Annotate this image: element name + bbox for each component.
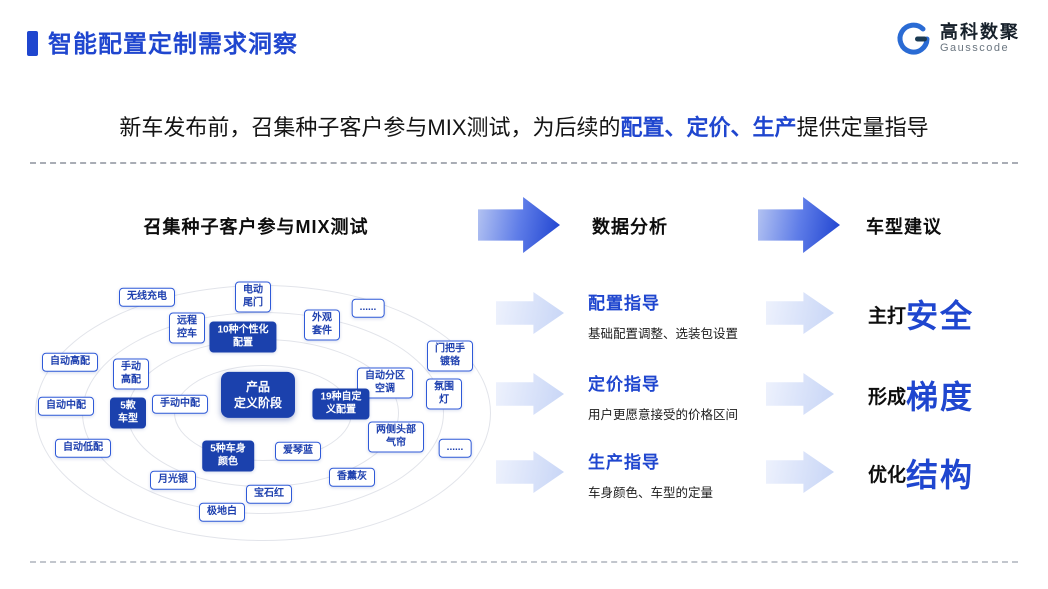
flow-arrow-icon [478, 197, 560, 253]
logo-subtitle: Gausscode [940, 42, 1010, 55]
diagram-node: 自动高配 [42, 352, 98, 372]
column-title-mix-test: 召集种子客户参与MIX测试 [143, 217, 369, 237]
diagram-center-node: 产品 定义阶段 [220, 371, 296, 419]
diagram-node: 自动中配 [38, 396, 94, 416]
diagram-node: 无线充电 [119, 287, 175, 307]
top-dashed-divider [30, 162, 1018, 164]
analysis-desc: 车身颜色、车型的定量 [588, 486, 714, 500]
title-accent-bar [27, 31, 38, 56]
diagram-node: 两侧头部 气帘 [368, 421, 424, 453]
diagram-node: 5种车身 颜色 [202, 440, 254, 472]
analysis-desc: 用户更愿意接受的价格区间 [588, 408, 739, 422]
page-title: 智能配置定制需求洞察 [48, 31, 298, 58]
diagram-node: 氛围 灯 [426, 378, 462, 410]
diagram-node: 10种个性化 配置 [209, 321, 277, 353]
subtitle-highlight: 配置、定价、生产 [620, 115, 797, 140]
suggestion-keyword: 结构 [906, 457, 975, 493]
logo-text: 高科数聚 Gausscode [940, 21, 1020, 56]
diagram-node: ...... [351, 298, 385, 318]
column-title-model-suggestion: 车型建议 [866, 217, 942, 237]
diagram-node: 手动 高配 [113, 358, 149, 390]
analysis-row-config: 配置指导 基础配置调整、选装包设置 [588, 289, 788, 342]
row-arrow-icon [496, 292, 564, 334]
logo-name: 高科数聚 [940, 21, 1020, 42]
subtitle-suffix: 提供定量指导 [796, 115, 929, 140]
diagram-node: 极地白 [199, 502, 245, 522]
gausscode-logo-icon [897, 22, 930, 55]
suggestion-prefix: 形成 [868, 386, 907, 408]
column-title-data-analysis: 数据分析 [592, 217, 668, 237]
diagram-node: 远程 控车 [169, 312, 205, 344]
diagram-node: 自动低配 [55, 438, 111, 458]
slide-subtitle: 新车发布前，召集种子客户参与MIX测试，为后续的配置、定价、生产提供定量指导 [0, 110, 1048, 142]
diagram-node: 手动中配 [152, 394, 208, 414]
diagram-node: 香薰灰 [329, 467, 375, 487]
analysis-title: 定价指导 [588, 375, 660, 394]
analysis-title: 生产指导 [588, 453, 660, 472]
flow-arrow-icon [758, 197, 840, 253]
suggestion-gradient: 形成 梯度 [868, 372, 974, 418]
analysis-row-pricing: 定价指导 用户更愿意接受的价格区间 [588, 370, 788, 423]
diagram-node: 月光银 [150, 470, 196, 490]
subtitle-prefix: 新车发布前，召集种子客户参与MIX测试，为后续的 [119, 115, 621, 140]
diagram-node: 19种自定 义配置 [312, 388, 370, 420]
row-arrow-icon [496, 451, 564, 493]
bottom-dashed-divider [30, 561, 1018, 563]
row-arrow-icon [496, 373, 564, 415]
analysis-title: 配置指导 [588, 294, 660, 313]
diagram-node: 电动 尾门 [235, 281, 271, 313]
company-logo: 高科数聚 Gausscode [894, 20, 1020, 58]
analysis-desc: 基础配置调整、选装包设置 [588, 327, 739, 341]
diagram-node: 外观 套件 [304, 309, 340, 341]
analysis-row-production: 生产指导 车身颜色、车型的定量 [588, 448, 788, 501]
suggestion-prefix: 主打 [868, 305, 907, 327]
diagram-node: 爱琴蓝 [275, 441, 321, 461]
suggestion-structure: 优化 结构 [868, 450, 974, 496]
suggestion-keyword: 梯度 [906, 379, 975, 415]
diagram-node: 5款 车型 [110, 397, 146, 429]
suggestion-safety: 主打 安全 [868, 291, 974, 337]
suggestion-keyword: 安全 [906, 298, 975, 334]
diagram-node: ...... [438, 438, 472, 458]
suggestion-prefix: 优化 [868, 464, 907, 486]
diagram-node: 宝石红 [246, 484, 292, 504]
diagram-node: 门把手 镀铬 [427, 340, 473, 372]
